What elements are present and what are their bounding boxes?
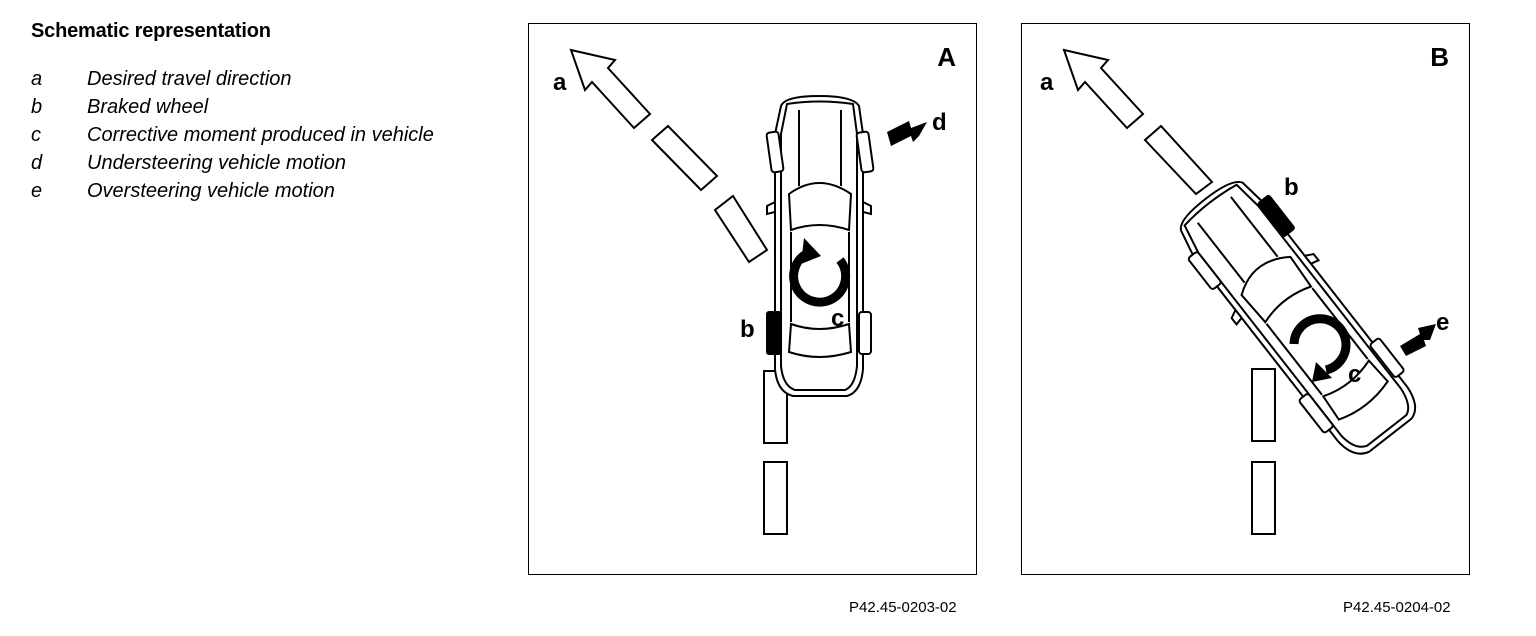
legend-key: a (31, 68, 43, 90)
figure-ref-code-a: P42.45-0203-02 (849, 599, 957, 616)
car-body (1179, 180, 1417, 455)
mirror (1230, 308, 1243, 326)
wheel-rear-left-braked (766, 311, 782, 355)
legend-item: c Corrective moment produced in vehicle (31, 121, 501, 149)
dash-segment (1251, 461, 1276, 535)
panel-b-drawing: a b c e (1040, 48, 1449, 535)
desired-direction-arrow (1062, 48, 1214, 196)
dash-segment (650, 124, 719, 192)
oversteer-arrow (1400, 324, 1436, 356)
car-body-inner (780, 100, 858, 391)
legend: Schematic representation a Desired trave… (31, 20, 501, 205)
callout-c: c (1348, 361, 1361, 388)
callout-c: c (831, 305, 844, 332)
mirror (862, 200, 872, 216)
callout-b: b (1284, 174, 1299, 201)
dash-segment (1143, 124, 1214, 196)
windshield (787, 182, 853, 232)
callout-d: d (932, 109, 947, 136)
legend-item: e Oversteering vehicle motion (31, 177, 501, 205)
desired-direction-arrow (569, 48, 769, 264)
wheel-rear-right (1369, 337, 1405, 378)
wheel-front-right (855, 130, 875, 174)
hood-line (1230, 196, 1279, 258)
dash-segment (1251, 368, 1276, 442)
wheel-rear-left (1298, 393, 1334, 434)
legend-key: b (31, 96, 43, 118)
callout-b: b (740, 316, 755, 343)
legend-title: Schematic representation (31, 20, 271, 42)
callout-a: a (553, 69, 567, 96)
wheel-front-right-braked (1257, 194, 1295, 238)
legend-key: e (31, 180, 43, 202)
legend-item: d Understeering vehicle motion (31, 149, 501, 177)
callout-e: e (1436, 309, 1449, 336)
lane-dashes (763, 370, 788, 535)
understeer-arrow (887, 121, 927, 146)
arrow-head (1062, 48, 1145, 130)
arrow-head (569, 48, 652, 130)
legend-text: Oversteering vehicle motion (87, 180, 335, 202)
roof-line (1265, 323, 1323, 396)
figure-ref-code-b: P42.45-0204-02 (1343, 599, 1451, 616)
callout-a: a (1040, 69, 1054, 96)
windshield (1240, 255, 1313, 324)
rear-window (787, 322, 853, 358)
legend-item: a Desired travel direction (31, 65, 501, 93)
diagram-panel-b: a b c e B (1021, 23, 1470, 575)
panel-label-a: A (937, 42, 956, 72)
lane-dashes (1251, 368, 1276, 535)
mirror (1303, 252, 1321, 265)
corrective-moment-arrow (1289, 314, 1351, 382)
vehicle (1179, 180, 1417, 455)
legend-text: Corrective moment produced in vehicle (87, 124, 434, 146)
wheel-front-left (1187, 251, 1222, 290)
vehicle (765, 94, 875, 397)
wheel-front-left (765, 130, 785, 174)
legend-key: d (31, 152, 43, 174)
legend-item: b Braked wheel (31, 93, 501, 121)
legend-text: Understeering vehicle motion (87, 152, 347, 174)
legend-text: Braked wheel (87, 96, 209, 118)
rear-window (1321, 358, 1389, 421)
corrective-moment-arrow (789, 238, 851, 307)
legend-text: Desired travel direction (87, 68, 292, 90)
panel-label-b: B (1430, 42, 1449, 72)
car-body-inner (1183, 183, 1410, 448)
wheel-rear-right (858, 311, 872, 355)
hood-line (1196, 222, 1246, 284)
panel-a-drawing: a d b c (553, 48, 947, 535)
mirror (766, 200, 776, 216)
legend-key: c (31, 124, 41, 146)
diagram-panel-a: a d b c A (528, 23, 977, 575)
dash-segment (713, 194, 769, 264)
dash-segment (763, 461, 788, 535)
